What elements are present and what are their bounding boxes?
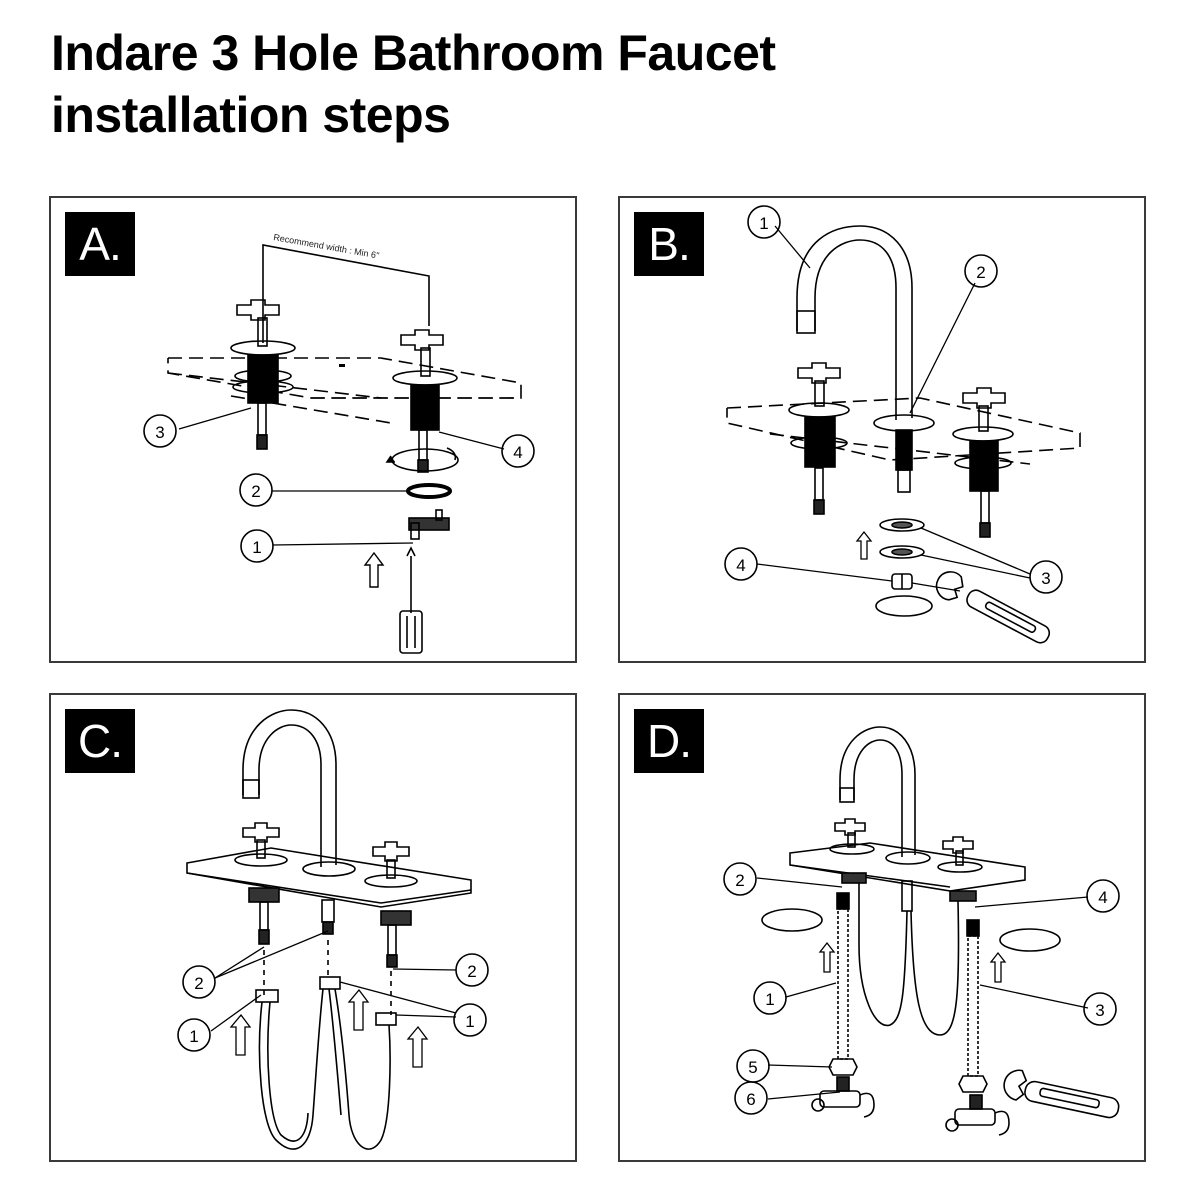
left-valve xyxy=(788,362,850,515)
center-hole-mark xyxy=(339,364,345,367)
wrench-icon xyxy=(935,571,1051,644)
callout-3 xyxy=(1083,992,1117,1026)
right-handle xyxy=(364,841,418,888)
svg-text:1: 1 xyxy=(765,990,774,1009)
svg-text:2: 2 xyxy=(194,974,203,993)
spout-base xyxy=(302,861,356,877)
svg-text:2: 2 xyxy=(976,263,985,282)
inner-hose-right xyxy=(910,900,960,1036)
callout-1-right xyxy=(453,1003,487,1037)
callout-2 xyxy=(964,254,998,288)
step-label-c: C. xyxy=(65,709,135,773)
svg-text:1: 1 xyxy=(252,538,261,557)
up-arrow-icon xyxy=(229,1013,252,1056)
deck-plate xyxy=(789,842,1026,892)
hose-connector-right xyxy=(375,1012,397,1026)
washer xyxy=(406,483,452,499)
washer-lower xyxy=(879,545,925,559)
inner-hose-left xyxy=(858,883,908,1027)
screwdriver-icon xyxy=(399,546,423,654)
svg-text:2: 2 xyxy=(735,871,744,890)
right-handle xyxy=(937,836,983,873)
up-arrow-icon xyxy=(989,951,1007,983)
svg-text:6: 6 xyxy=(746,1090,755,1109)
mounting-bracket xyxy=(408,509,450,540)
svg-text:4: 4 xyxy=(736,556,745,575)
callout-1 xyxy=(753,981,787,1015)
callout-2-right xyxy=(455,953,489,987)
svg-text:3: 3 xyxy=(155,423,164,442)
callout-1 xyxy=(747,205,781,239)
left-handle xyxy=(234,822,288,867)
rotate-arrow-icon xyxy=(875,595,933,617)
right-valve xyxy=(385,329,459,473)
center-shank xyxy=(901,880,913,912)
callout-1-left xyxy=(177,1018,211,1052)
hex-nut-5 xyxy=(828,1058,858,1076)
washer-upper xyxy=(879,518,925,532)
step-label-d: D. xyxy=(634,709,704,773)
svg-text:2: 2 xyxy=(251,482,260,501)
svg-text:4: 4 xyxy=(1098,888,1107,907)
deck-plate xyxy=(186,847,472,908)
braided-supply-line-right xyxy=(958,919,988,1093)
connector-hoses xyxy=(258,988,391,1150)
callout-3 xyxy=(1029,560,1063,594)
callout-2 xyxy=(239,473,273,507)
deck-plate-dashed xyxy=(167,357,522,424)
step-b-illustration: 1 2 3 4 xyxy=(724,205,1081,644)
up-arrow-icon xyxy=(406,1025,429,1068)
right-valve-body xyxy=(380,910,412,926)
callout-6 xyxy=(734,1081,768,1115)
gooseneck-spout xyxy=(242,709,337,867)
wrench-icon xyxy=(1003,1069,1120,1119)
up-arrow-icon xyxy=(818,941,836,973)
angle-stop-valve-right xyxy=(945,1094,1010,1136)
left-handle xyxy=(829,818,875,855)
rotate-arrow-icon xyxy=(761,908,823,932)
svg-text:5: 5 xyxy=(748,1058,757,1077)
step-label-a: A. xyxy=(65,212,135,276)
angle-stop-valve-left xyxy=(811,1076,875,1118)
up-arrow-icon xyxy=(363,551,385,588)
step-c-illustration: 2 2 1 1 xyxy=(177,709,489,1150)
callout-3 xyxy=(143,414,177,448)
width-dimension-line xyxy=(262,244,430,343)
left-valve-body xyxy=(248,887,280,903)
callout-4 xyxy=(724,547,758,581)
callout-4 xyxy=(501,434,535,468)
rotate-arrow-icon xyxy=(999,928,1061,952)
callout-2-left xyxy=(182,965,216,999)
callout-2 xyxy=(723,862,757,896)
svg-text:1: 1 xyxy=(465,1012,474,1031)
svg-text:3: 3 xyxy=(1041,569,1050,588)
center-shank xyxy=(321,899,335,923)
callout-1 xyxy=(240,529,274,563)
left-valve xyxy=(230,299,296,450)
gooseneck-spout xyxy=(839,726,931,865)
right-valve xyxy=(952,387,1014,538)
title-line-1: Indare 3 Hole Bathroom Faucet xyxy=(51,25,776,81)
step-panel-a: 3 2 1 4 Recommend width : Min 6" A. xyxy=(49,196,577,663)
svg-text:3: 3 xyxy=(1095,1001,1104,1020)
step-panel-c: 2 2 1 1 C. xyxy=(49,693,577,1162)
step-panel-d: 2 4 1 3 5 6 D. xyxy=(618,693,1146,1162)
step-a-illustration: 3 2 1 4 Recommend width : Min 6" xyxy=(143,232,535,654)
svg-text:2: 2 xyxy=(467,962,476,981)
up-arrow-icon xyxy=(855,530,873,560)
title-line-2: installation steps xyxy=(51,87,451,143)
hose-connector-center xyxy=(319,976,341,990)
svg-text:1: 1 xyxy=(189,1027,198,1046)
step-label-b: B. xyxy=(634,212,704,276)
page-title: Indare 3 Hole Bathroom Faucet installati… xyxy=(51,22,1051,146)
step-panel-b: 1 2 3 4 B. xyxy=(618,196,1146,663)
callout-4 xyxy=(1086,879,1120,913)
svg-text:1: 1 xyxy=(759,214,768,233)
step-d-illustration: 2 4 1 3 5 6 xyxy=(723,726,1120,1136)
up-arrow-icon xyxy=(347,988,370,1031)
svg-text:4: 4 xyxy=(513,443,522,462)
hose-connector-left xyxy=(255,989,279,1003)
